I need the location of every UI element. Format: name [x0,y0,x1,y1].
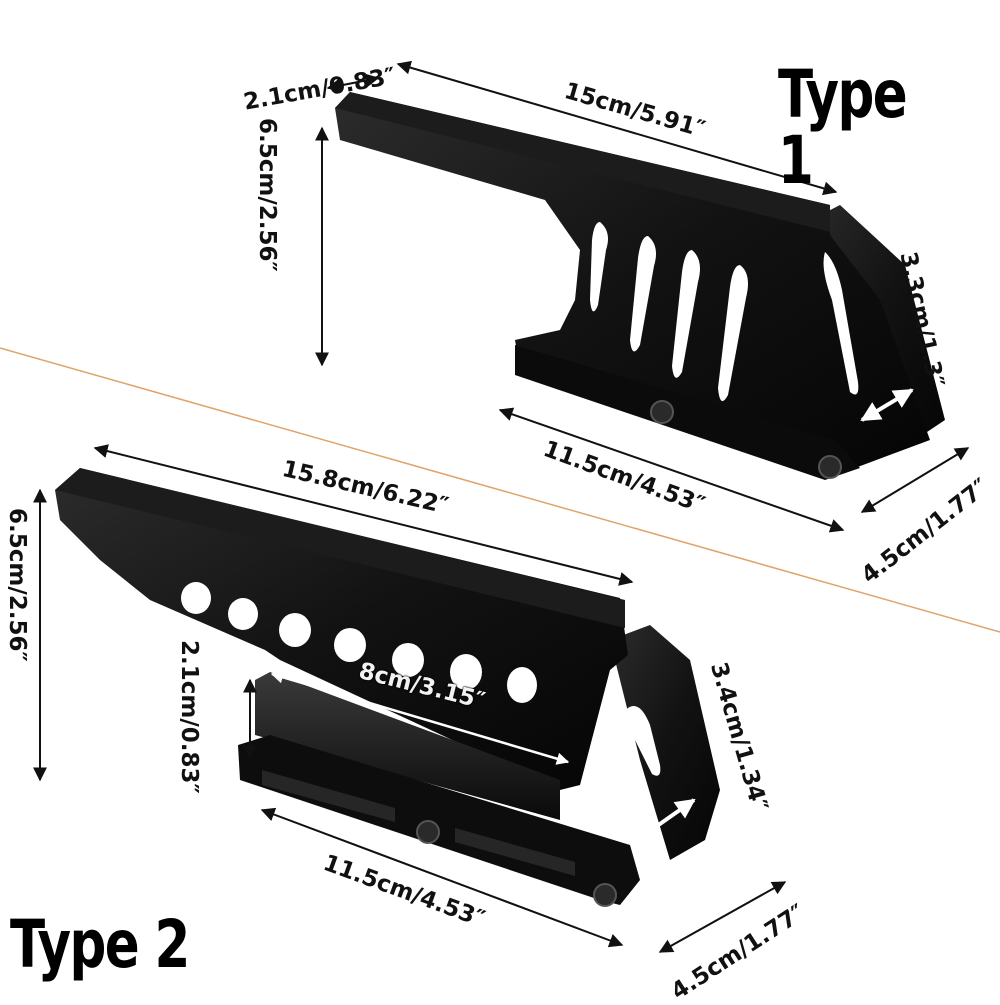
type2-side-rail-height-label: 2.1cm/0.83″ [176,640,202,794]
type2-title: Type 2 [10,906,190,983]
type1-title: Type 1 [778,56,908,199]
type1-height-label: 6.5cm/2.56″ [254,118,280,272]
type2-height-label: 6.5cm/2.56″ [4,508,30,662]
dimension-arrows [33,60,970,953]
